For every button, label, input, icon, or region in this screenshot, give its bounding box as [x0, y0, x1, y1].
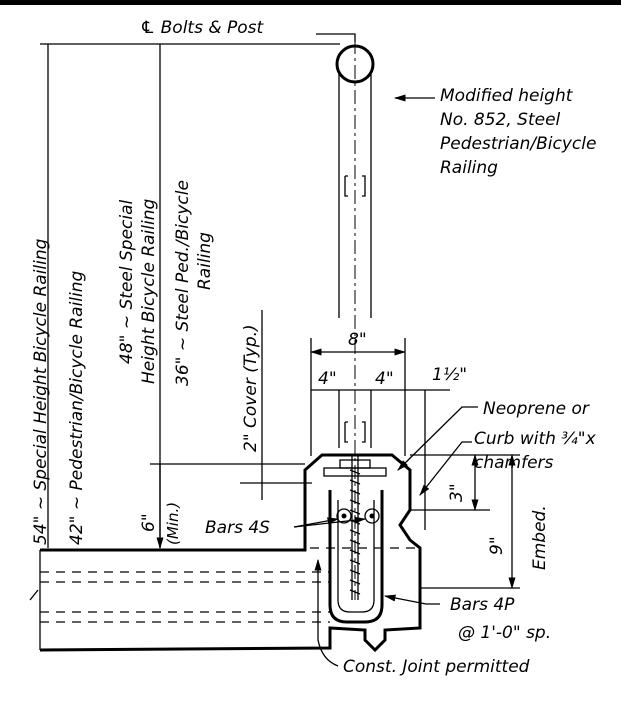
dim-36-label-2: Railing [195, 232, 215, 290]
neoprene-label: Neoprene or [483, 399, 590, 419]
bar-4s-left [336, 508, 352, 524]
bars-4s-leader-2 [293, 516, 367, 528]
bar-4s-right [364, 508, 380, 524]
dim-1-5-label: 1½" [432, 365, 467, 385]
dim-4-left-label: 4" [318, 369, 337, 389]
railing-post [335, 40, 375, 600]
bar-4s-right-dot [369, 513, 375, 519]
bars-4p-label-2: @ 1'-0" sp. [458, 623, 551, 643]
dim-48-label-2: Height Bicycle Railing [139, 199, 159, 384]
bar-4s-left-dot [341, 513, 347, 519]
centerline-leader [316, 33, 356, 42]
neoprene-leader [397, 406, 478, 471]
railing-note-line3: Pedestrian/Bicycle [440, 134, 596, 154]
bars-4p-leader [383, 594, 440, 605]
embed-label: Embed. [530, 505, 550, 570]
bars-4p-label-1: Bars 4P [450, 595, 515, 615]
dim-6-label: 6" [139, 513, 159, 532]
top-border [0, 0, 621, 5]
cover-label: 2" Cover (Typ.) [241, 324, 261, 452]
curb-leader [419, 441, 472, 496]
curb-label-2: chamfers [474, 453, 554, 473]
curb-label-1: Curb with ¾"x [474, 429, 597, 449]
const-joint-leader [314, 558, 339, 667]
railing-note-line4: Railing [440, 158, 498, 178]
const-joint-label: Const. Joint permitted [343, 657, 530, 677]
min-label: (Min.) [164, 502, 182, 545]
curb-outline [39, 453, 422, 653]
railing-note-line2: No. 852, Steel [440, 110, 561, 130]
bars-4s-label: Bars 4S [205, 518, 270, 538]
dim-9-label: 9" [487, 536, 507, 555]
dim-54-label: 54" ~ Special Height Bicycle Railing [31, 238, 51, 545]
railing-note-line1: Modified height [440, 86, 574, 106]
dim-36-label-1: 36" ~ Steel Ped./Bicycle [173, 180, 193, 386]
base-plate [339, 459, 371, 469]
bars-4p-inner [337, 500, 375, 613]
bars-4p-stirrup [328, 490, 384, 624]
dim-4-right-label: 4" [375, 369, 394, 389]
dim-8-label: 8" [348, 330, 367, 350]
dim-3-label: 3" [447, 483, 467, 502]
dim-48-label-1: 48" ~ Steel Special [117, 199, 137, 364]
centerline-label: ℄ Bolts & Post [140, 18, 265, 38]
dim-42-label: 42" ~ Pedestrian/Bicycle Railing [67, 270, 87, 545]
slab-break [29, 550, 41, 650]
